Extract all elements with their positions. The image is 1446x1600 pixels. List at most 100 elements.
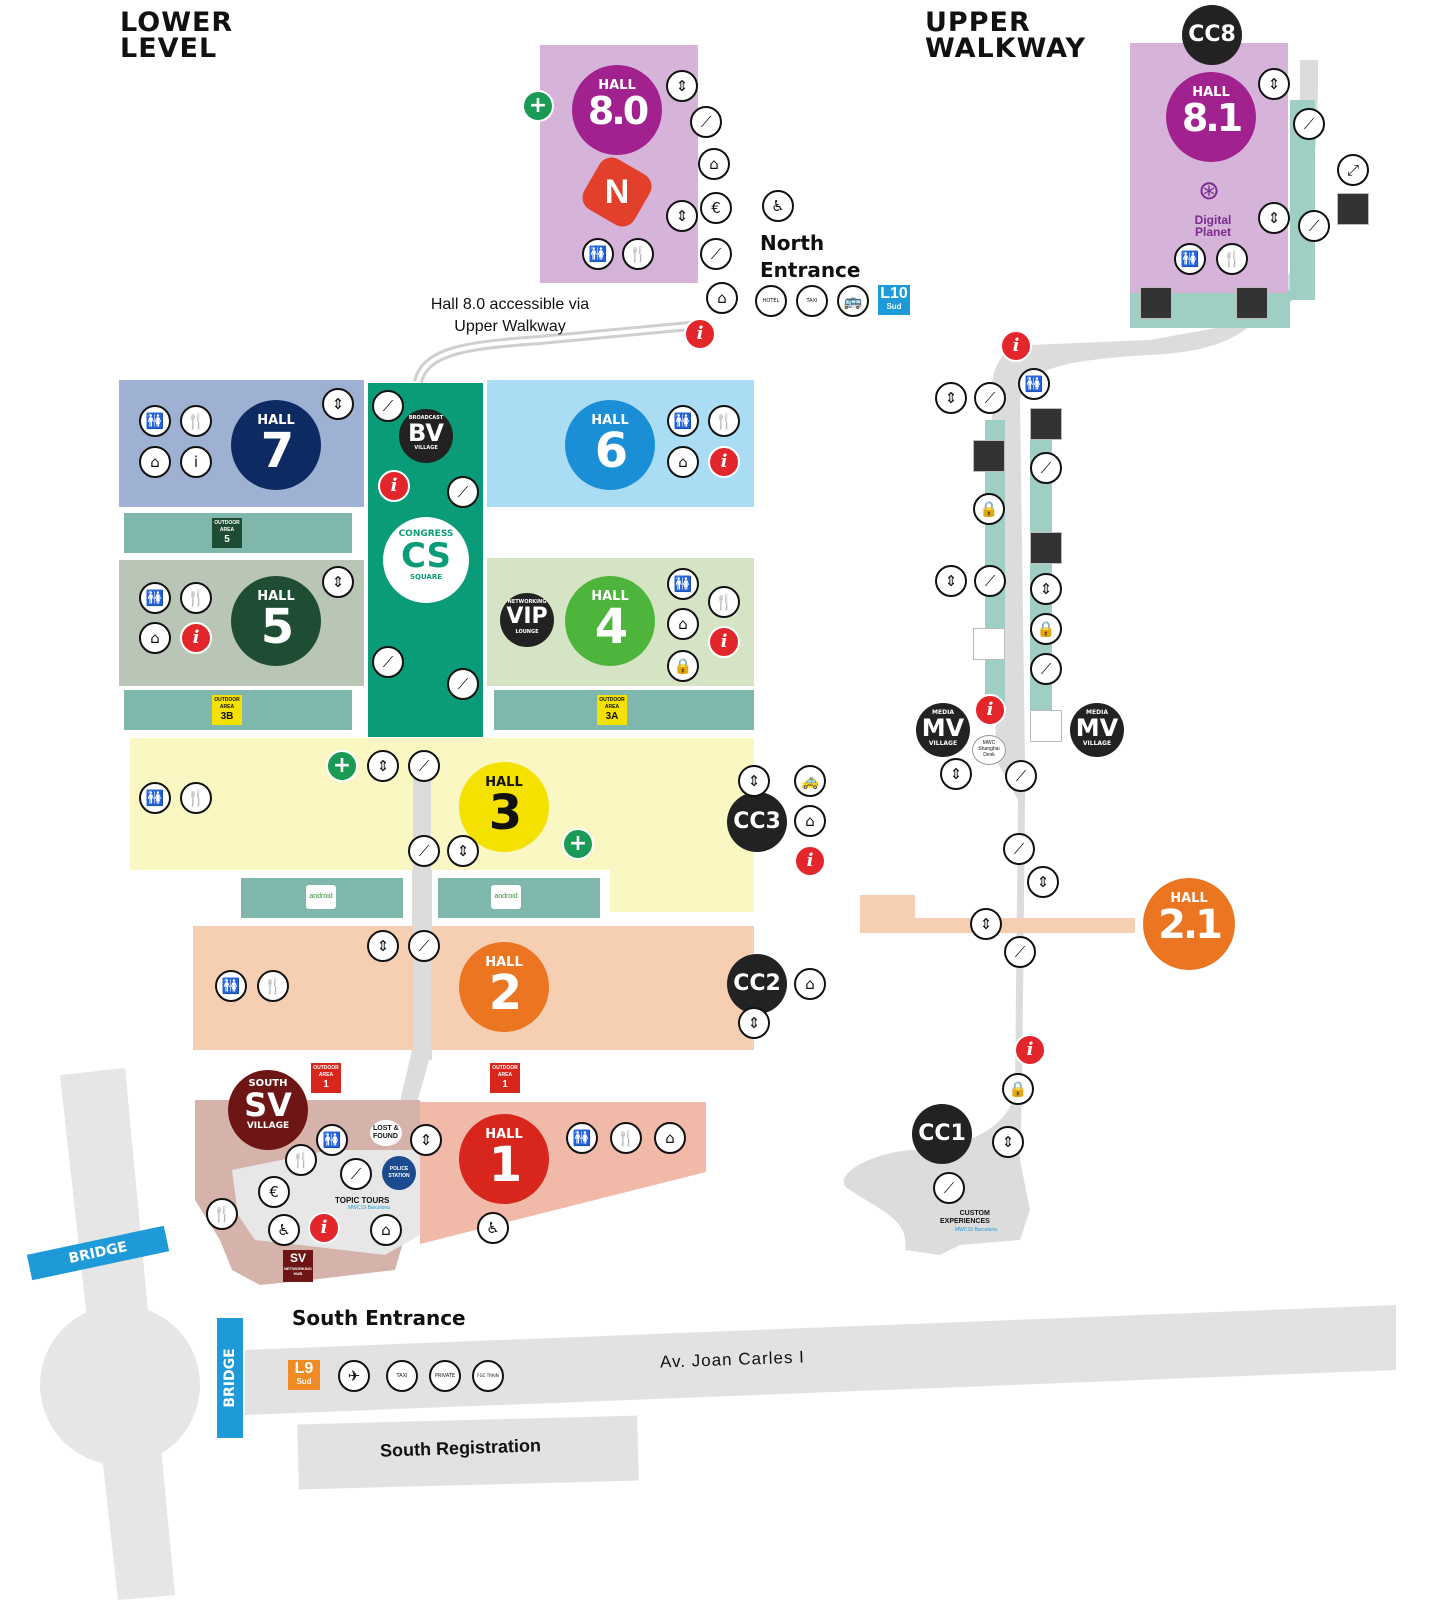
toilet-icon[interactable]: 🚻 [316, 1124, 348, 1156]
locker-icon[interactable]: 🔒 [1002, 1073, 1034, 1105]
hall-7-badge[interactable]: HALL 7 [231, 400, 321, 490]
coat-check-icon[interactable]: ⌂ [139, 622, 171, 654]
locker-icon[interactable]: 🔒 [1030, 613, 1062, 645]
hall-2-badge[interactable]: HALL 2 [459, 942, 549, 1032]
mwc-shanghai-desk[interactable]: MWC Shanghai Desk [972, 735, 1006, 765]
escalator-icon[interactable]: ⟋ [1030, 452, 1062, 484]
hall-5-badge[interactable]: HALL 5 [231, 576, 321, 666]
first-aid-icon[interactable]: + [326, 750, 358, 782]
bus-icon[interactable]: 🚌 [837, 285, 869, 317]
lift-icon[interactable]: ⇕ [447, 835, 479, 867]
info-icon[interactable]: i [378, 470, 410, 502]
sv-networking-hub[interactable]: SV NETWORKING HUB [283, 1250, 313, 1282]
food-icon[interactable]: 🍴 [257, 970, 289, 1002]
lift-icon[interactable]: ⇕ [666, 200, 698, 232]
info-icon[interactable]: i [1000, 330, 1032, 362]
first-aid-icon[interactable]: + [562, 828, 594, 860]
hall-8-1-badge[interactable]: HALL 8.1 [1166, 72, 1256, 162]
private-bus-icon[interactable]: PRIVATE [429, 1360, 461, 1392]
vip-car-icon[interactable]: 🚕 [794, 765, 826, 797]
coat-check-icon[interactable]: ⌂ [139, 446, 171, 478]
coat-check-icon[interactable]: ⌂ [667, 446, 699, 478]
escalator-icon[interactable]: ⟋ [690, 106, 722, 138]
first-aid-icon[interactable]: + [522, 90, 554, 122]
food-icon[interactable]: 🍴 [708, 405, 740, 437]
food-icon[interactable]: 🍴 [180, 405, 212, 437]
food-icon[interactable]: 🍴 [1216, 243, 1248, 275]
lift-icon[interactable]: ⇕ [1258, 202, 1290, 234]
lift-icon[interactable]: ⇕ [940, 758, 972, 790]
food-icon[interactable]: 🍴 [622, 238, 654, 270]
metro-l10-badge[interactable]: L10 Sud [878, 285, 910, 315]
info-icon[interactable]: i [974, 694, 1006, 726]
escalator-icon[interactable]: ⟋ [340, 1158, 372, 1190]
metro-l9-badge[interactable]: L9 Sud [288, 1360, 320, 1390]
coat-check-icon[interactable]: ⌂ [794, 805, 826, 837]
toilet-icon[interactable]: 🚻 [139, 782, 171, 814]
lift-icon[interactable]: ⇕ [1258, 68, 1290, 100]
accessible-icon[interactable]: ♿ [762, 190, 794, 222]
escalator-icon[interactable]: ⟋ [372, 646, 404, 678]
escalator-icon[interactable]: ⟋ [933, 1172, 965, 1204]
lift-icon[interactable]: ⇕ [935, 565, 967, 597]
escalator-icon[interactable]: ⟋ [1005, 760, 1037, 792]
lift-icon[interactable]: ⇕ [322, 566, 354, 598]
toilet-icon[interactable]: 🚻 [139, 582, 171, 614]
lift-icon[interactable]: ⇕ [738, 1007, 770, 1039]
locker-icon[interactable]: 🔒 [973, 493, 1005, 525]
info-icon[interactable]: i [708, 626, 740, 658]
toilet-icon[interactable]: 🚻 [139, 405, 171, 437]
lift-icon[interactable]: ⇕ [1030, 573, 1062, 605]
info-icon[interactable]: i [180, 622, 212, 654]
congress-square-badge[interactable]: CONGRESS CS SQUARE [383, 517, 469, 603]
toilet-icon[interactable]: 🚻 [667, 405, 699, 437]
food-icon[interactable]: 🍴 [708, 586, 740, 618]
escalator-icon[interactable]: ⟋ [1293, 108, 1325, 140]
hall-3-badge[interactable]: HALL 3 [459, 762, 549, 852]
media-village-badge-left[interactable]: MEDIA MV VILLAGE [916, 703, 970, 757]
hall3-area[interactable] [130, 738, 754, 870]
plane-icon[interactable]: ✈ [338, 1360, 370, 1392]
cc8-badge[interactable]: CC8 [1182, 5, 1242, 65]
coat-check-icon[interactable]: ⌂ [370, 1214, 402, 1246]
info-icon[interactable]: i [1014, 1034, 1046, 1066]
cc3-badge[interactable]: CC3 [727, 792, 787, 852]
toilet-icon[interactable]: 🚻 [1018, 368, 1050, 400]
info-icon[interactable]: i [708, 446, 740, 478]
lift-icon[interactable]: ⇕ [935, 382, 967, 414]
escalator-icon[interactable]: ⟋ [1298, 210, 1330, 242]
hall-1-badge[interactable]: HALL 1 [459, 1114, 549, 1204]
escalator-icon[interactable]: ⟋ [1030, 653, 1062, 685]
toilet-icon[interactable]: 🚻 [215, 970, 247, 1002]
broadcast-village-badge[interactable]: BROADCAST BV VILLAGE [399, 409, 453, 463]
escalator-icon[interactable]: ⟋ [408, 930, 440, 962]
escalator-icon[interactable]: ⟋ [1003, 833, 1035, 865]
food-icon[interactable]: 🍴 [285, 1144, 317, 1176]
lift-icon[interactable]: ⇕ [322, 388, 354, 420]
toilet-icon[interactable]: 🚻 [582, 238, 614, 270]
hotel-bus-icon[interactable]: HOTEL [755, 285, 787, 317]
escalator-icon[interactable]: ⟋ [700, 238, 732, 270]
south-village-badge[interactable]: SOUTH SV VILLAGE [228, 1070, 308, 1150]
taxi-icon[interactable]: TAXI [386, 1360, 418, 1392]
lift-icon[interactable]: ⇕ [970, 908, 1002, 940]
info-icon[interactable]: i [684, 318, 716, 350]
lift-icon[interactable]: ⇕ [992, 1126, 1024, 1158]
locker-icon[interactable]: 🔒 [667, 650, 699, 682]
toilet-icon[interactable]: 🚻 [667, 568, 699, 600]
food-icon[interactable]: 🍴 [180, 782, 212, 814]
info-icon[interactable]: i [308, 1212, 340, 1244]
euro-icon[interactable]: € [700, 192, 732, 224]
lift-icon[interactable]: ⇕ [367, 930, 399, 962]
cc1-badge[interactable]: CC1 [912, 1104, 972, 1164]
coat-check-icon[interactable]: ⌂ [698, 148, 730, 180]
police-station-badge[interactable]: POLICE STATION [382, 1156, 416, 1190]
escalator-icon[interactable]: ⟋ [447, 476, 479, 508]
info-icon[interactable]: i [794, 845, 826, 877]
coat-check-icon[interactable]: ⌂ [667, 608, 699, 640]
coat-check-icon[interactable]: ⌂ [794, 968, 826, 1000]
coat-check-icon[interactable]: ⌂ [706, 282, 738, 314]
escalator-icon[interactable]: ⟋ [974, 565, 1006, 597]
fgc-train-icon[interactable]: FGC TRAIN [472, 1360, 504, 1392]
escalator-icon[interactable]: ⟋ [372, 390, 404, 422]
